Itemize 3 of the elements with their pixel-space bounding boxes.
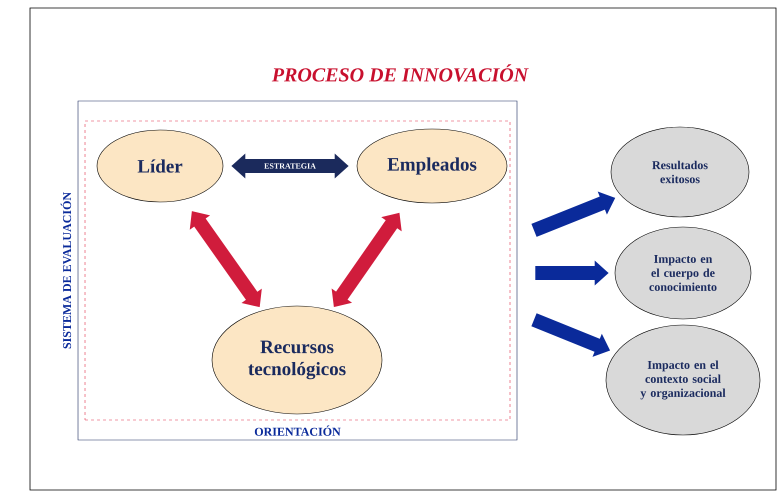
title: PROCESO DE INNOVACIÓN (272, 64, 529, 82)
axis-caption: SISTEMA DE EVALUACIÓN (60, 192, 72, 348)
axis-caption: ORIENTACIÓN (254, 425, 341, 436)
